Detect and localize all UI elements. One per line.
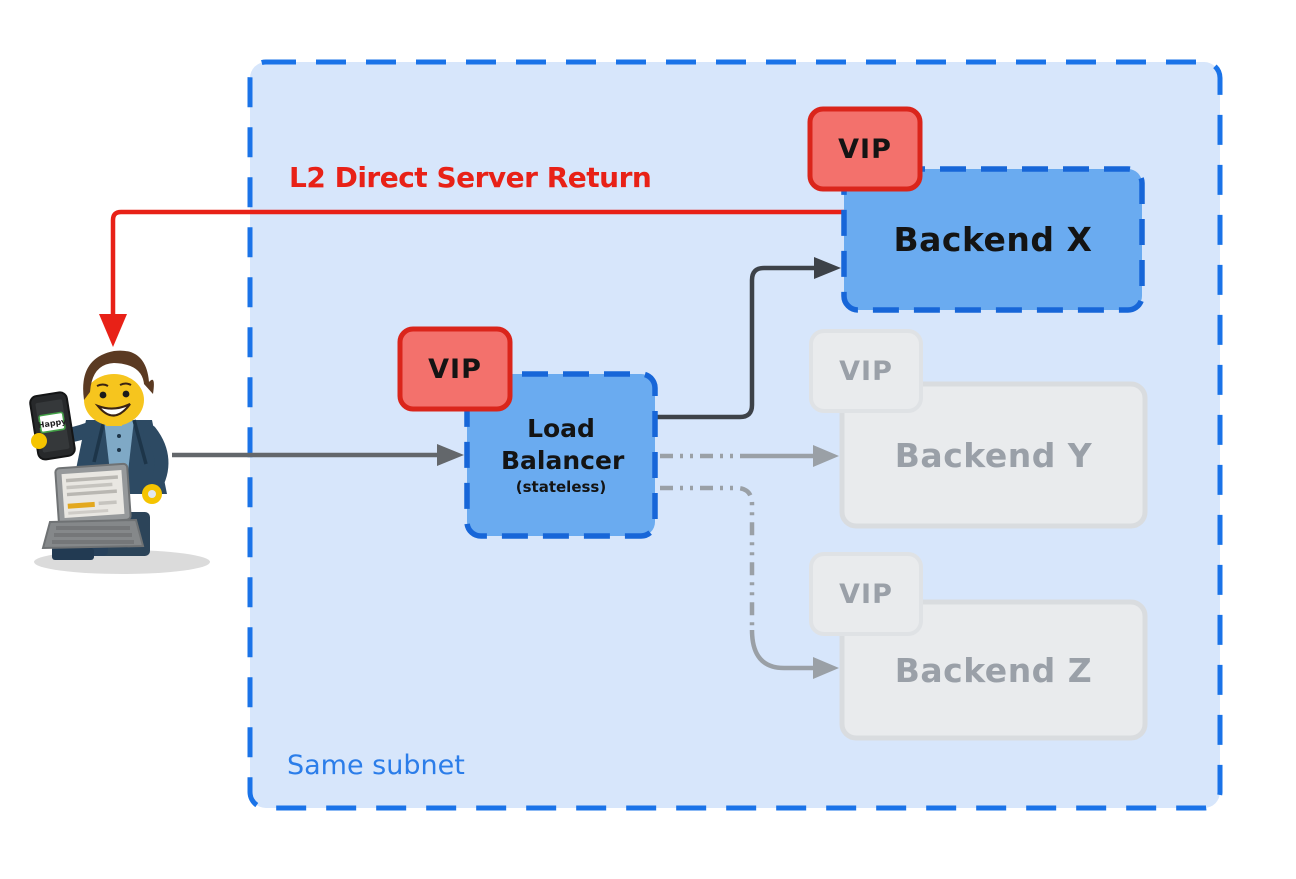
backend-z-box xyxy=(839,599,1148,741)
laptop-icon xyxy=(41,462,145,550)
arrowhead-down-icon xyxy=(99,314,127,347)
lb-to-backend-x-arrow xyxy=(656,257,841,420)
lb-to-backend-y-arrow xyxy=(660,445,839,467)
client-figure: Happy xyxy=(29,350,210,574)
laptop-progress-bar xyxy=(67,501,95,509)
lb-to-backend-z-arrow xyxy=(660,485,839,679)
return-path-arrow xyxy=(99,209,844,347)
figure-right-arm xyxy=(143,425,169,495)
figure-shirt xyxy=(104,420,134,472)
phone-icon: Happy xyxy=(29,391,76,461)
arrowhead-right-icon xyxy=(813,445,839,467)
load-balancer-box xyxy=(464,371,658,539)
figure-smile xyxy=(94,403,131,417)
arrowhead-right-icon xyxy=(813,657,839,679)
vip-badge-load-balancer xyxy=(397,326,513,412)
figure-left-hand xyxy=(31,433,47,449)
subnet-label: Same subnet xyxy=(287,750,465,781)
vip-badge-backend-y xyxy=(809,329,923,413)
backend-x-box xyxy=(841,166,1145,313)
vip-badge-backend-z xyxy=(809,552,923,636)
backend-y-box xyxy=(839,381,1148,529)
vip-badge-backend-x xyxy=(807,106,923,192)
arrowhead-right-icon xyxy=(437,444,464,466)
figure-hair xyxy=(83,350,154,400)
return-path-label: L2 Direct Server Return xyxy=(289,161,652,194)
client-to-lb-arrow xyxy=(172,444,464,466)
figure-head xyxy=(83,350,154,426)
arrowhead-right-icon xyxy=(814,257,841,279)
